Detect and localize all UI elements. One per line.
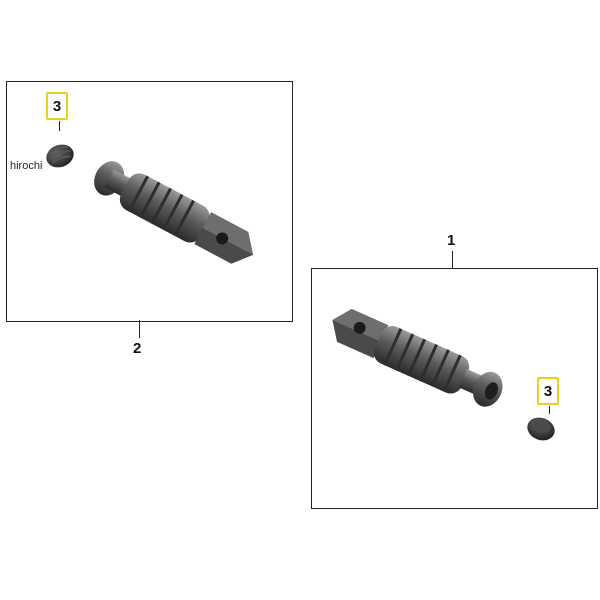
left-callout-number: 2: [133, 340, 142, 357]
right-callout-leader: [452, 251, 453, 268]
watermark-text: hirochi: [10, 160, 43, 172]
left-callout-leader: [139, 320, 140, 338]
right-callout-number: 1: [447, 232, 456, 249]
left-badge-leader: [59, 121, 60, 131]
left-footpeg: [94, 161, 254, 264]
right-badge-leader: [549, 406, 550, 414]
right-part-badge: 3: [537, 377, 559, 405]
right-footpeg: [332, 308, 503, 407]
left-rubber-cap: [46, 144, 74, 168]
right-rubber-cap: [527, 417, 555, 441]
left-part-badge: 3: [46, 92, 68, 120]
